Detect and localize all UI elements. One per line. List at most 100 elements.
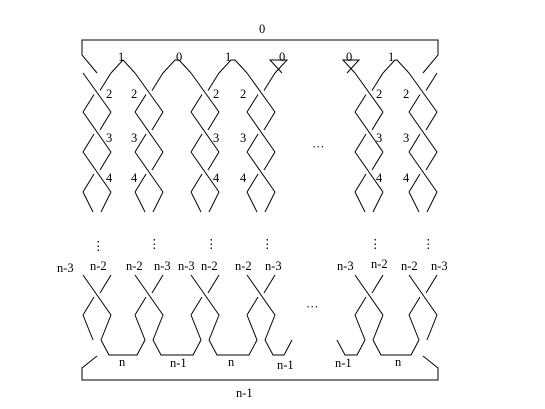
braid-crossing: [207, 274, 220, 294]
braid-crossing: [354, 173, 367, 193]
braid-crossing: [371, 274, 384, 294]
braid-crossing: [354, 296, 367, 316]
crossing-label: 2: [240, 87, 246, 101]
braid-crossing: [99, 72, 112, 91]
cap-label: 0: [176, 50, 182, 64]
lower-label: n-2: [371, 257, 388, 271]
braid-crossing: [82, 94, 95, 113]
bottom-cup: [264, 339, 293, 356]
braid-crossing: [151, 72, 164, 91]
strand-tail: [152, 314, 164, 341]
braid-crossing: [190, 173, 203, 193]
braid-crossing: [134, 133, 147, 153]
braid-crossing: [246, 151, 276, 193]
strand-tail: [372, 191, 384, 213]
braid-crossing: [134, 173, 147, 193]
lower-label: n-2: [126, 259, 143, 273]
strand-tail: [190, 191, 202, 213]
cap-label: 1: [118, 50, 124, 64]
vertical-ellipsis: ⋮: [205, 237, 218, 251]
crossing-label: 2: [403, 87, 409, 101]
braid-crossing: [82, 151, 112, 193]
braid-crossing: [190, 111, 220, 153]
braid-crossing: [82, 296, 95, 316]
cap-label: 1: [388, 50, 394, 64]
braid-crossing: [82, 111, 112, 153]
cup-label: n-1: [170, 356, 187, 370]
bottom-cup: [208, 339, 258, 356]
lower-label: n-3: [265, 259, 282, 273]
top-cap: [268, 59, 289, 74]
braid-crossing: [425, 72, 438, 91]
bottom-frame-label: n-1: [236, 386, 253, 400]
crossing-label: 3: [106, 131, 112, 145]
bottom-cup: [336, 339, 366, 356]
top-cap: [382, 59, 410, 74]
top-cap: [218, 59, 248, 74]
crossing-label: 4: [403, 171, 410, 185]
horizontal-ellipsis: ···: [312, 140, 325, 154]
crossing-label: 3: [376, 131, 382, 145]
cap-label: 0: [279, 50, 285, 64]
braid-crossing: [408, 151, 438, 193]
bottom-cup: [372, 339, 420, 356]
lower-label: n-2: [201, 259, 218, 273]
strand-tail: [100, 314, 112, 341]
braid-crossing: [82, 173, 95, 193]
top-cap: [162, 59, 192, 74]
strand-tail: [152, 191, 164, 213]
cap-label: 1: [225, 50, 231, 64]
braid-crossing: [425, 151, 438, 171]
braid-crossing: [82, 72, 112, 113]
braid-crossing: [408, 296, 421, 316]
horizontal-ellipsis: ···: [306, 300, 319, 314]
braid-crossing: [190, 151, 220, 193]
braid-crossing: [246, 274, 276, 316]
crossing-label: 3: [131, 131, 137, 145]
lower-label: n-2: [90, 259, 107, 273]
braid-crossing: [408, 133, 421, 153]
braid-crossing: [246, 72, 276, 113]
braid-crossing: [134, 94, 147, 113]
top-cap: [341, 59, 361, 74]
top-frame-label: 0: [259, 22, 265, 36]
braid-crossing: [246, 296, 259, 316]
braid-crossing: [82, 133, 95, 153]
bottom-frame-arc: [81, 355, 439, 381]
braid-crossing: [425, 274, 438, 294]
braid-crossing: [354, 72, 384, 113]
lower-label: n-3: [154, 259, 171, 273]
braid-crossing: [190, 94, 203, 113]
strand-tail: [264, 191, 276, 213]
crossing-label: 4: [240, 171, 247, 185]
cup-label: n: [228, 355, 235, 369]
top-frame-arc: [81, 39, 439, 74]
cap-label: 0: [346, 50, 352, 64]
braid-crossing: [190, 72, 220, 113]
braid-crossing: [354, 274, 384, 316]
strand-tail: [246, 191, 258, 213]
braid-crossing: [354, 111, 384, 153]
braid-crossing: [99, 151, 112, 171]
braid-crossing: [408, 72, 438, 113]
braid-crossing: [263, 72, 276, 91]
strand-tail: [82, 191, 94, 213]
braid-crossing: [82, 274, 112, 316]
cup-label: n-1: [277, 358, 294, 372]
braid-crossing: [190, 296, 203, 316]
crossing-label: 3: [403, 131, 409, 145]
crossing-label: 4: [131, 171, 138, 185]
crossing-label: 2: [106, 87, 112, 101]
top-cap: [110, 59, 136, 74]
braid-crossing: [134, 72, 164, 113]
braid-crossing: [371, 151, 384, 171]
lower-label: n-3: [337, 259, 354, 273]
lower-label: n-3: [178, 259, 195, 273]
crossing-label: 2: [131, 87, 137, 101]
braid-crossing: [263, 274, 276, 294]
lower-label: n-3: [431, 259, 448, 273]
cup-label: n: [395, 355, 402, 369]
braid-crossing: [408, 274, 438, 316]
strand-tail: [134, 314, 146, 341]
